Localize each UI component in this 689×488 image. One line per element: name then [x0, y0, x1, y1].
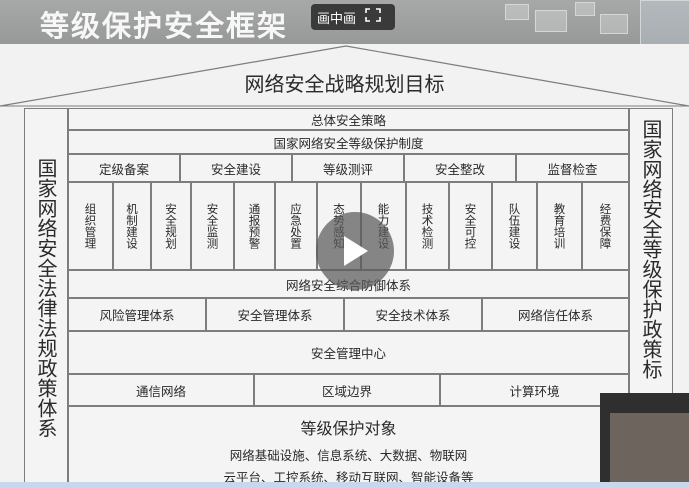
presenter-video-frame	[610, 413, 689, 488]
strategy-bar: 总体安全策略	[68, 108, 629, 130]
protection-system-bar: 国家网络安全等级保护制度	[68, 130, 629, 154]
measure-text: 组织管理	[83, 203, 98, 249]
infrastructure-cell: 计算环境	[440, 374, 629, 406]
measure-text: 安全可控	[463, 203, 478, 249]
security-center-bar: 安全管理中心	[68, 331, 629, 374]
left-pillar-text: 国家网络安全法律法规政策体系	[34, 158, 58, 438]
management-system-cell: 风险管理体系	[68, 298, 206, 331]
video-progress-bar[interactable]	[0, 482, 689, 488]
measure-cell: 安全可控	[449, 182, 492, 270]
measure-text: 机制建设	[125, 203, 139, 249]
banner-decoration	[575, 2, 595, 16]
stage-cell: 监督检查	[516, 154, 629, 182]
banner-decoration	[505, 4, 529, 20]
security-framework-diagram: 网络安全战略规划目标 国家网络安全法律法规政策体系 国家网络安全等级保护政策标 …	[0, 44, 689, 488]
expand-arrows-icon	[364, 7, 382, 27]
stage-cell: 安全建设	[180, 154, 292, 182]
measure-cell: 通报预警	[234, 182, 275, 270]
measure-cell: 应急处置	[275, 182, 317, 270]
picture-in-picture-button[interactable]: 画中画	[311, 4, 395, 30]
measure-cell: 技术检测	[406, 182, 449, 270]
measure-cell: 安全监测	[191, 182, 234, 270]
measure-cell: 机制建设	[113, 182, 151, 270]
left-pillar: 国家网络安全法律法规政策体系	[24, 108, 68, 488]
roof-title: 网络安全战略规划目标	[244, 72, 445, 96]
play-icon	[344, 236, 368, 266]
stage-cell: 等级测评	[292, 154, 404, 182]
play-button[interactable]	[316, 212, 394, 290]
management-system-cell: 安全技术体系	[344, 298, 482, 331]
measure-text: 应急处置	[289, 203, 303, 249]
measure-text: 教育培训	[552, 203, 567, 249]
measure-cell: 队伍建设	[492, 182, 537, 270]
right-pillar-text: 国家网络安全等级保护政策标	[639, 119, 663, 379]
banner-decoration	[535, 10, 567, 32]
measure-text: 经费保障	[598, 203, 613, 249]
measure-cell: 组织管理	[68, 182, 113, 270]
banner-decoration	[600, 14, 628, 34]
slide-title: 等级保护安全框架	[40, 9, 289, 43]
measure-text: 通报预警	[247, 203, 262, 249]
protected-objects-line: 云平台、工控系统、移动互联网、智能设备等	[223, 470, 474, 485]
measure-text: 安全监测	[205, 203, 220, 249]
infrastructure-cell: 通信网络	[68, 374, 254, 406]
pip-label: 画中画	[317, 11, 357, 27]
stage-cell: 定级备案	[68, 154, 180, 182]
measure-text: 安全规划	[164, 203, 178, 249]
roof-outline	[0, 45, 689, 107]
measure-text: 技术检测	[420, 203, 435, 249]
presenter-video-thumbnail[interactable]	[600, 393, 689, 488]
stage-cell: 安全整改	[404, 154, 516, 182]
measure-text: 队伍建设	[507, 203, 522, 249]
infrastructure-cell: 区域边界	[254, 374, 440, 406]
banner-decoration	[640, 0, 689, 44]
management-system-cell: 安全管理体系	[206, 298, 344, 331]
management-system-cell: 网络信任体系	[482, 298, 629, 331]
measure-cell: 安全规划	[151, 182, 191, 270]
protected-objects-box: 等级保护对象 网络基础设施、信息系统、大数据、物联网 云平台、工控系统、移动互联…	[68, 406, 629, 488]
measure-cell: 教育培训	[537, 182, 582, 270]
protected-objects-line: 网络基础设施、信息系统、大数据、物联网	[229, 448, 468, 463]
measure-cell: 经费保障	[582, 182, 629, 270]
protected-objects-title: 等级保护对象	[300, 419, 397, 438]
